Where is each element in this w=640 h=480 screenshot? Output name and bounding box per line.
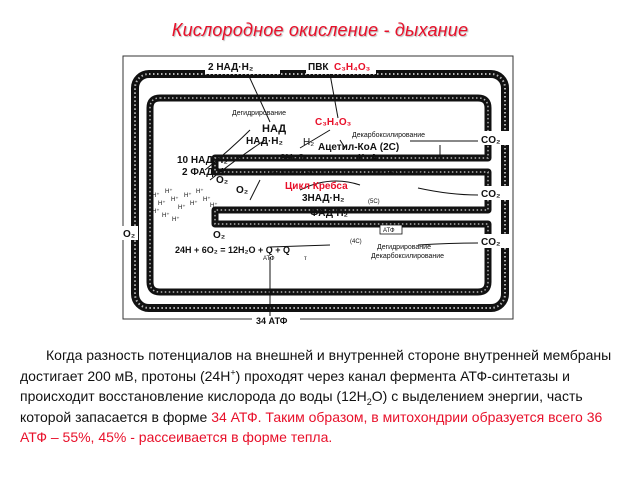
atf-box-label: АТФ: [383, 228, 395, 234]
dehydration-label: Дегидрирование: [232, 110, 286, 117]
svg-text:Н⁺: Н⁺: [162, 212, 170, 219]
nad-label: НАД: [262, 123, 286, 135]
paragraph-part-3: О) с выделением энергии, часть которой з…: [20, 388, 583, 425]
co2-middle-label: CO₂: [481, 189, 500, 200]
paragraph-part-2: ) проходят через канал фермента АТФ-синт…: [20, 367, 570, 405]
pvk-formula: C₃H₄O₃: [334, 62, 371, 73]
atf-34-label: 34 АТФ: [256, 316, 288, 326]
co2-bottom-label: CO₂: [481, 237, 500, 248]
equation-atf-subscript: АТФ: [263, 256, 275, 262]
proton-cluster: Н⁺ Н⁺ Н⁺ Н⁺ Н⁺ Н⁺ Н⁺ Н⁺ Н⁺ Н⁺ Н⁺ Н⁺ Н⁺: [152, 188, 218, 223]
svg-text:Н⁺: Н⁺: [196, 188, 204, 195]
svg-text:Н⁺: Н⁺: [203, 196, 211, 203]
mitochondrion-diagram: 2 НАД·Н₂ ПВК C₃H₄O₃ Дегидрирование C₃H₄O…: [122, 55, 514, 326]
slide-title: Кислородное окисление - дыхание: [171, 20, 469, 40]
fad-2-label: 2 ФАД·Н₂: [182, 167, 228, 178]
o2-label-c: O₂: [213, 230, 225, 241]
svg-text:Н⁺: Н⁺: [171, 196, 179, 203]
water-label: 3Н₂О: [280, 153, 305, 164]
water-equation: 24Н + 6O₂ = 12Н₂О + Q + Q: [175, 245, 290, 255]
nad-h2-label: НАД·Н₂: [246, 136, 283, 147]
nad-3-label: 3НАД·Н₂: [302, 193, 345, 204]
h2-label: Н₂: [303, 137, 314, 148]
atf-box: [379, 224, 403, 235]
svg-text:Н⁺: Н⁺: [158, 200, 166, 207]
krebs-cycle-label: Цикл Кребса: [285, 180, 348, 192]
carbon-4-label: (4С): [350, 239, 362, 245]
svg-text:Н⁺: Н⁺: [184, 192, 192, 199]
paragraph-part-1: Когда разность потенциалов на внешней и …: [20, 347, 612, 384]
pvk-label: ПВК: [308, 62, 329, 73]
carbon-5-label: (5С): [368, 199, 380, 205]
acetyl-coa-label: Ацетил-КоА (2С): [318, 142, 399, 153]
co2-top-label: CO₂: [481, 135, 500, 146]
equation-t-subscript: т: [304, 256, 307, 262]
top-nad-label: 2 НАД·Н₂: [208, 62, 253, 73]
dehydration-label-2: Дегидрирование: [377, 244, 431, 251]
citric-acid-label: Лимонная кислота (6С): [372, 170, 437, 176]
o2-left-label: O₂: [123, 229, 135, 240]
decarboxylation-label-2: Декарбоксилирование: [371, 252, 444, 260]
o2-label-b: O₂: [236, 185, 248, 196]
nad-10-label: 10 НАД·Н₂: [177, 155, 228, 166]
svg-text:Н⁺: Н⁺: [172, 216, 180, 223]
inner-pvk-formula: C₃H₄O₃: [315, 117, 352, 128]
o2-label-a: O₂: [216, 175, 228, 186]
svg-text:Н⁺: Н⁺: [152, 192, 160, 199]
paragraph-highlight: 34 АТФ. Таким образом, в митохондрии обр…: [20, 408, 603, 446]
svg-text:Н⁺: Н⁺: [152, 208, 160, 215]
proton-charge: +: [230, 366, 236, 377]
coa-label: КоА: [358, 153, 377, 164]
svg-text:Н⁺: Н⁺: [178, 204, 186, 211]
description-paragraph: Когда разность потенциалов на внешней и …: [20, 345, 625, 448]
svg-text:Н⁺: Н⁺: [165, 188, 173, 195]
connector-lines: [204, 73, 479, 316]
fad-h2-label: ФАД·Н₂: [310, 208, 348, 219]
oxaloacetic-acid-label: Щавелевоуксусная кислота (4С): [263, 170, 353, 176]
svg-text:Н⁺: Н⁺: [190, 200, 198, 207]
water-subscript: 2: [366, 396, 372, 407]
svg-text:Н⁺: Н⁺: [210, 202, 218, 209]
decarboxylation-label: Декарбоксилирование: [352, 131, 425, 139]
